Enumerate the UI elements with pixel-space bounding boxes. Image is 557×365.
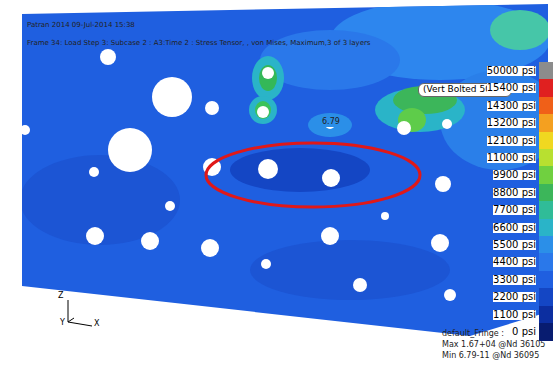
legend-value: 8800 psi	[493, 188, 536, 198]
legend-value: 5500 psi	[493, 240, 536, 250]
fringe-info: Min 6.79-11 @Nd 36095	[442, 352, 539, 361]
legend-swatch	[539, 166, 553, 184]
legend-swatch	[539, 114, 553, 132]
legend-value: 15400 psi	[487, 83, 536, 93]
fringe-info: default_Fringe :	[442, 330, 504, 339]
legend-swatch	[539, 323, 553, 341]
legend-value: 14300 psi	[487, 101, 536, 111]
highlight-ellipse	[206, 143, 420, 207]
legend-swatch	[539, 306, 553, 324]
fringe-info: Max 1.67+04 @Nd 36105	[442, 341, 545, 350]
legend-swatch	[539, 184, 553, 202]
axis-label: Z	[58, 292, 63, 301]
legend-value: 11000 psi	[487, 153, 536, 163]
legend-value: 1100 psi	[493, 310, 536, 320]
legend-swatch	[539, 149, 553, 167]
legend-value: 3300 psi	[493, 275, 536, 285]
legend-swatch	[539, 79, 553, 97]
legend-swatch	[539, 62, 553, 80]
legend-swatch	[539, 236, 553, 254]
legend-value: 2200 psi	[493, 292, 536, 302]
axis-triad	[68, 300, 92, 326]
legend-swatch	[539, 97, 553, 115]
legend-swatch	[539, 288, 553, 306]
legend-swatch	[539, 132, 553, 150]
header-text: Frame 34: Load Step 3: Subcase 2 : A3:Ti…	[27, 40, 371, 48]
axis-label: X	[94, 320, 99, 329]
legend-swatch	[539, 219, 553, 237]
legend-value: 4400 psi	[493, 257, 536, 267]
value-marker: 6.79	[322, 118, 340, 127]
legend-value: 9900 psi	[493, 170, 536, 180]
legend-value: 50000 psi	[487, 66, 536, 76]
legend-value: 6600 psi	[493, 223, 536, 233]
axis-label: Y	[60, 319, 65, 328]
legend-swatch	[539, 253, 553, 271]
legend-swatch	[539, 271, 553, 289]
legend-value: 13200 psi	[487, 118, 536, 128]
header-text: Patran 2014 09-Jul-2014 15:38	[27, 22, 135, 30]
bolt-holes	[20, 49, 456, 301]
legend-value: 12100 psi	[487, 136, 536, 146]
legend-value: 0 psi	[512, 327, 536, 337]
legend-swatch	[539, 201, 553, 219]
legend-value: 7700 psi	[493, 205, 536, 215]
